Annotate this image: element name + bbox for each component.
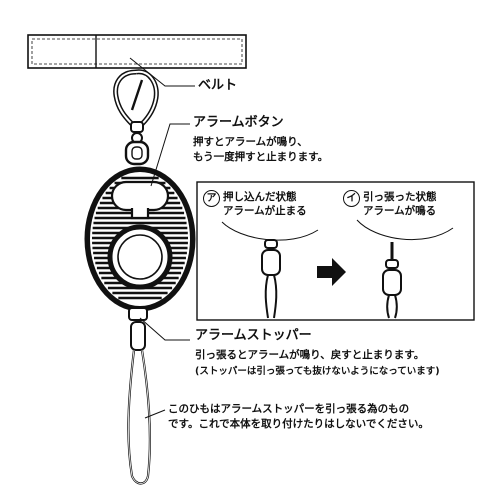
state-b-caption: イ引っ張った状態アラームが鳴る [343,190,437,218]
state-b-marker: イ [343,190,360,207]
stopper-string [127,307,152,485]
state-a-caption: ア押し込んだ状態アラームが止まる [203,190,307,218]
stopper-title: アラームストッパー [195,328,312,343]
alarm-device-body [84,166,196,312]
carabiner-clip [113,69,159,166]
alarm-button-title: アラームボタン [193,115,284,130]
stopper-desc: 引っ張るとアラームが鳴り、戻すと止まります。 [195,349,425,361]
state-b-line1: 引っ張った状態 [363,191,437,203]
string-desc-line1: このひもはアラームストッパーを引っ張る為のもの [168,403,410,415]
state-a-line2: アラームが止まる [223,205,307,217]
alarm-button-desc-line1: 押すとアラームが鳴り、 [193,136,308,148]
stopper-note: (ストッパーは引っ張っても抜けないようになっています) [195,366,440,377]
belt-label: ベルト [198,78,238,93]
state-panel-frame [196,181,475,321]
state-b-line2: アラームが鳴る [363,205,437,217]
string-desc-line2: です。これで本体を取り付けたりはしないでください。 [168,418,429,430]
alarm-button-desc-line2: もう一度押すと止まります。 [193,151,329,163]
state-a-line1: 押し込んだ状態 [223,191,297,203]
state-a-marker: ア [203,190,220,207]
